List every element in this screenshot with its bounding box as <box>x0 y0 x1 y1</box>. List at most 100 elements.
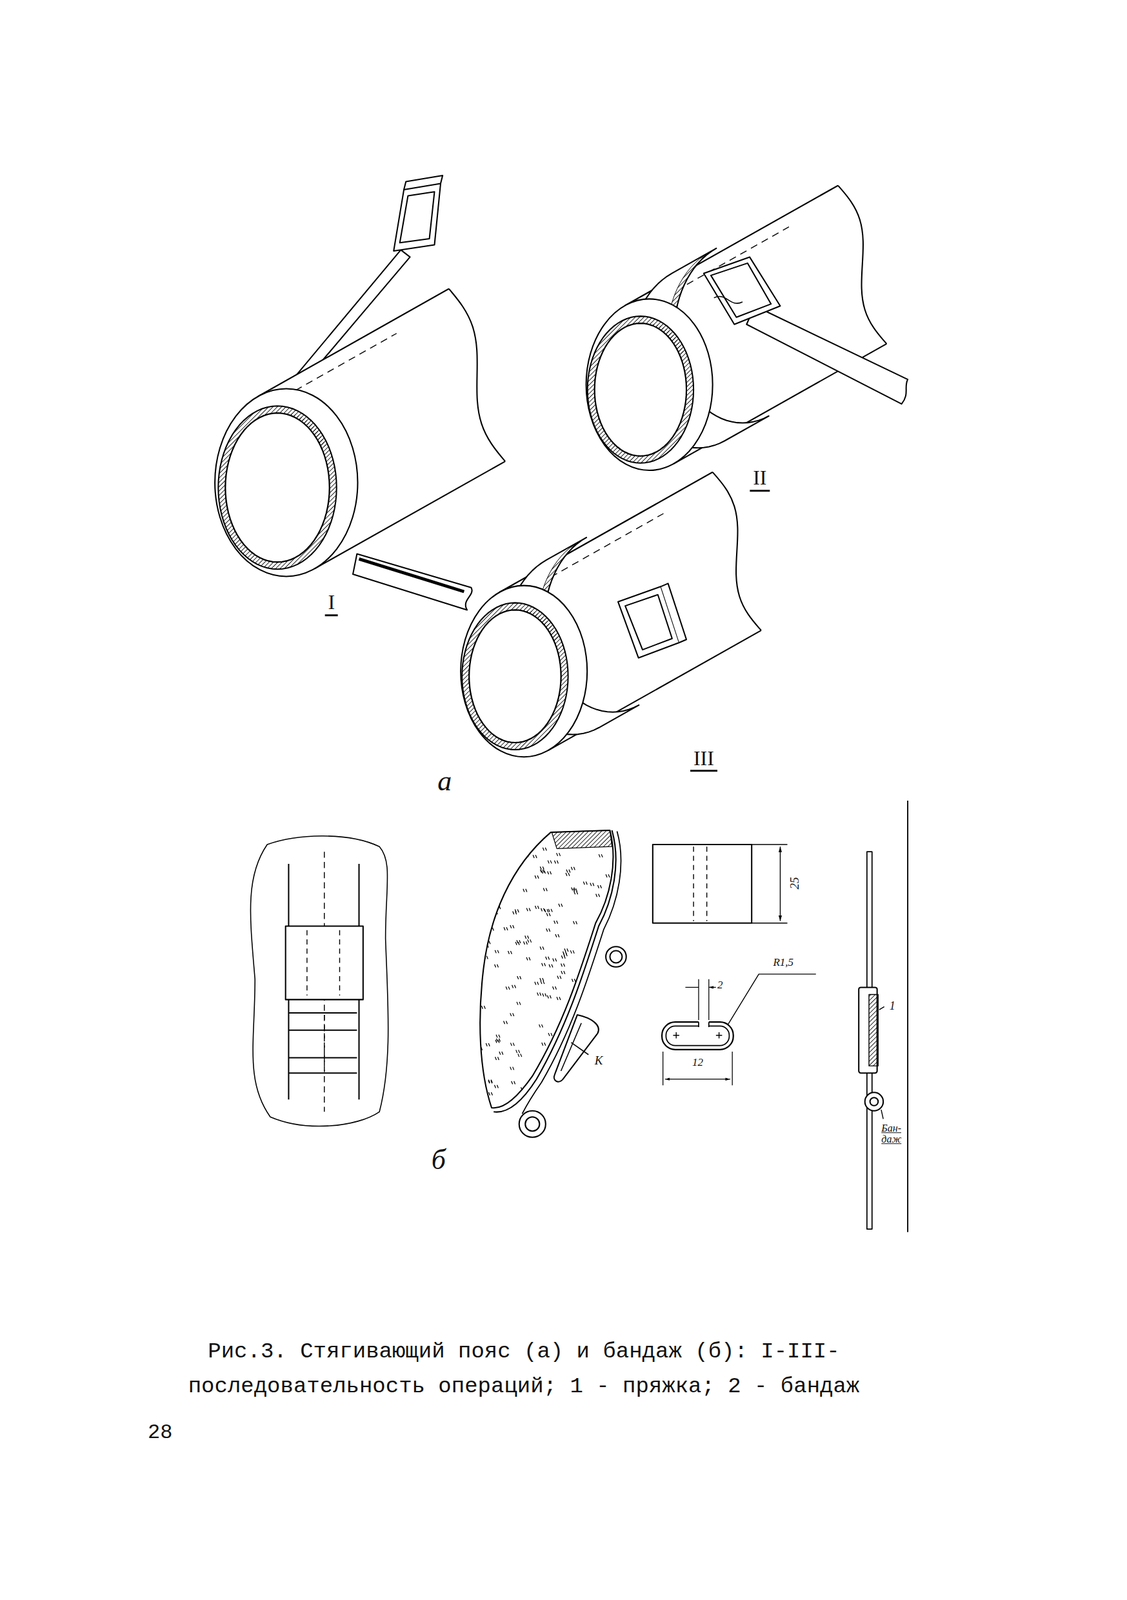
dimension: 12 <box>690 1056 705 1069</box>
line-art <box>485 1043 490 1047</box>
dimension: R1,5 <box>771 957 795 969</box>
line-art <box>547 995 551 999</box>
line-art <box>214 175 908 1233</box>
band-section <box>477 830 627 1138</box>
line-art <box>558 903 563 908</box>
line-art <box>554 1087 559 1091</box>
line-art <box>779 846 781 921</box>
line-art <box>907 800 909 1233</box>
line-art <box>478 1047 483 1051</box>
figure-letter: а <box>436 766 453 797</box>
line-art <box>570 1042 589 1055</box>
line-art <box>554 1014 599 1082</box>
line-art <box>489 889 494 893</box>
line-art <box>479 830 613 1108</box>
line-art <box>399 191 435 243</box>
line-art <box>521 831 621 1115</box>
line-art <box>523 888 528 893</box>
line-art <box>611 1103 616 1108</box>
line-art <box>510 1042 515 1046</box>
line-art <box>661 1021 734 1050</box>
line-art <box>837 185 887 344</box>
line-art <box>525 1116 540 1131</box>
line-art <box>598 885 602 889</box>
line-art <box>566 869 571 873</box>
line-art <box>502 859 507 864</box>
line-art <box>517 976 522 980</box>
line-art <box>500 847 505 851</box>
line-art <box>519 1110 546 1138</box>
line-art <box>548 908 553 913</box>
line-art <box>564 948 569 952</box>
line-art <box>323 1014 325 1071</box>
line-art <box>712 472 762 631</box>
line-art <box>714 296 743 304</box>
line-art <box>594 323 687 457</box>
line-art <box>493 830 616 1113</box>
line-art <box>477 975 482 979</box>
line-art <box>607 1026 611 1030</box>
line-art <box>557 976 562 980</box>
line-art <box>672 1032 722 1038</box>
line-art <box>710 263 771 318</box>
line-art <box>288 1012 357 1073</box>
line-art <box>605 946 627 968</box>
line-art <box>746 305 908 404</box>
line-art <box>484 944 489 948</box>
line-art <box>555 1108 560 1113</box>
line-art <box>603 1037 608 1042</box>
line-art <box>614 1078 619 1082</box>
line-art <box>460 585 588 758</box>
line-art <box>250 836 388 1127</box>
line-art <box>403 175 443 190</box>
line-art <box>258 289 449 397</box>
callout-number: 1 <box>888 999 897 1012</box>
line-art <box>881 1109 884 1119</box>
line-art <box>448 289 506 462</box>
line-art <box>597 1110 602 1114</box>
line-art <box>698 1018 709 1028</box>
line-art <box>598 854 603 858</box>
line-art <box>488 1092 493 1096</box>
line-art <box>496 1038 501 1042</box>
line-art <box>516 1001 521 1006</box>
line-art <box>214 388 358 577</box>
line-art <box>539 977 544 982</box>
line-art <box>583 881 588 885</box>
line-art <box>596 894 600 898</box>
line-art <box>609 950 622 963</box>
line-art <box>574 891 579 895</box>
line-art <box>480 887 485 891</box>
line-art <box>526 907 531 911</box>
line-art <box>571 978 576 982</box>
line-art <box>503 927 508 931</box>
line-art <box>488 1079 493 1083</box>
line-art <box>523 941 528 945</box>
line-art <box>608 1010 613 1015</box>
line-art <box>548 964 553 968</box>
line-art <box>489 927 494 931</box>
line-art <box>614 1008 619 1012</box>
line-art <box>555 934 560 938</box>
line-art <box>461 602 568 750</box>
line-art <box>614 983 619 987</box>
line-art <box>546 912 551 917</box>
line-art <box>561 1102 566 1106</box>
line-art <box>698 979 709 1020</box>
line-art <box>548 1032 553 1037</box>
line-art <box>545 956 550 960</box>
line-art <box>483 956 488 960</box>
line-art <box>482 949 487 953</box>
buckles <box>393 175 908 659</box>
line-art <box>571 887 576 891</box>
line-art <box>570 950 575 954</box>
line-art <box>599 1103 604 1107</box>
line-art <box>665 1078 731 1080</box>
buckle-detail <box>661 974 817 1086</box>
line-art <box>307 930 340 996</box>
pipe-figures <box>214 185 887 758</box>
line-art <box>547 870 552 875</box>
line-art <box>280 413 326 449</box>
dimension: 2 <box>716 979 725 991</box>
line-art <box>516 939 521 944</box>
